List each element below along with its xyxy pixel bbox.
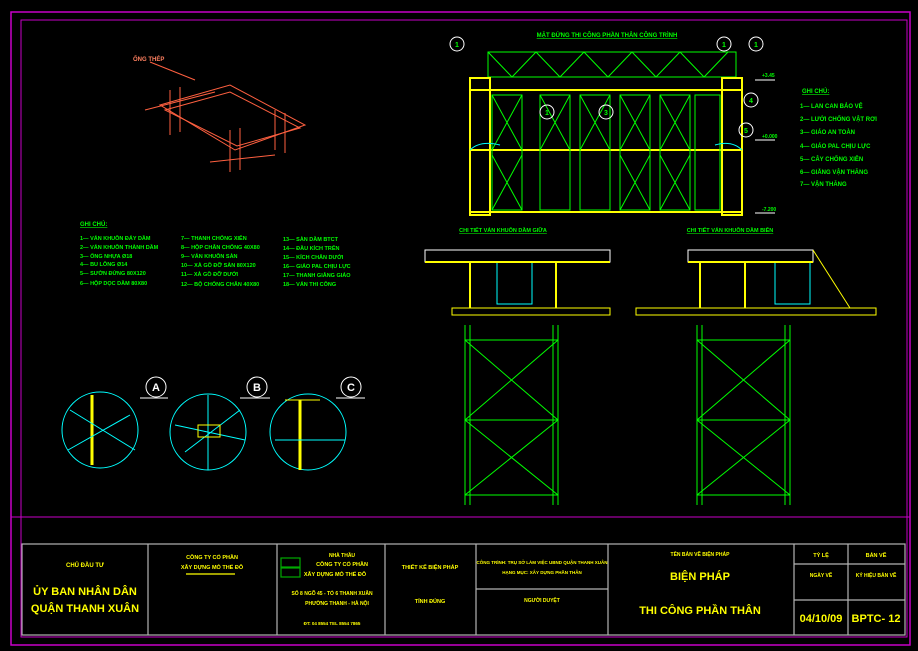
outer-frame bbox=[10, 11, 911, 646]
legend-item: 5— SƯỜN ĐỨNG 80X120 bbox=[80, 269, 146, 277]
legend-item: 17— THANH GIẰNG GIÁO bbox=[283, 271, 351, 279]
legend-item: 9— VÁN KHUÔN SÀN bbox=[181, 252, 238, 260]
contractor-line-2: CÔNG TY CỔ PHẦN bbox=[316, 560, 368, 568]
title-block: CHỦ ĐẦU TƯ ỦY BAN NHÂN DÂN QUẬN THANH XU… bbox=[31, 550, 901, 626]
detail-b-label: B bbox=[253, 382, 261, 394]
owner-name-2: QUẬN THANH XUÂN bbox=[31, 602, 139, 615]
owner-name-1: ỦY BAN NHÂN DÂN bbox=[33, 585, 137, 598]
scale-label: TỶ LỆ bbox=[813, 551, 829, 559]
level-top: +3.45 bbox=[762, 73, 775, 79]
legend-item: 7— THANH CHỐNG XIÊN bbox=[181, 234, 247, 242]
inner-frame bbox=[20, 19, 908, 638]
elevation-title: MẶT ĐỨNG THI CÔNG PHẦN THÂN CÔNG TRÌNH bbox=[537, 31, 678, 39]
title-block-grid bbox=[21, 543, 906, 636]
legend-left: GHI CHÚ: 1— VÁN KHUÔN ĐÁY DẦM 2— VÁN KHU… bbox=[80, 221, 351, 288]
project-line-2: HẠNG MỤC: XÂY DỰNG PHẦN THÂN bbox=[502, 569, 581, 575]
legend-item: 8— HỘP CHÂN CHỐNG 40X80 bbox=[181, 243, 260, 251]
marker: 1 bbox=[754, 42, 758, 49]
approved-label: NGƯỜI DUYỆT bbox=[524, 596, 560, 604]
level-bottom: -7.200 bbox=[762, 207, 776, 213]
legend-item: 2— LƯỚI CHỐNG VẬT RƠI bbox=[800, 115, 877, 123]
project-line-1: CÔNG TRÌNH: TRỤ SỞ LÀM VIỆC UBND QUẬN TH… bbox=[476, 558, 607, 565]
company-line-1: CÔNG TY CỔ PHẦN bbox=[186, 553, 238, 561]
legend-item: 6— HỘP DỌC DẦM 80X80 bbox=[80, 279, 147, 287]
legend-item: 4— BU LÔNG Ø14 bbox=[80, 260, 128, 268]
company-line-2: XÂY DỰNG MỎ THỂ ĐÔ bbox=[181, 563, 244, 571]
legend-item: 2— VÁN KHUÔN THÀNH DẦM bbox=[80, 243, 159, 251]
legend-item: 11— XÀ GỒ ĐỠ DƯỚI bbox=[181, 270, 239, 278]
legend-item: 5— CÂY CHỐNG XIÊN bbox=[800, 155, 863, 163]
owner-label: CHỦ ĐẦU TƯ bbox=[66, 562, 104, 569]
contractor-line-1: NHÀ THẦU bbox=[329, 552, 355, 559]
legend-left-title: GHI CHÚ: bbox=[80, 221, 107, 228]
pipe-label: ỐNG THÉP bbox=[133, 55, 164, 63]
legend-item: 15— KÍCH CHÂN DƯỚI bbox=[283, 253, 344, 261]
number-label: KÝ HIỆU BẢN VẼ bbox=[856, 571, 897, 579]
legend-item: 14— ĐẦU KÍCH TRÊN bbox=[283, 244, 340, 252]
drawing-label: TÊN BẢN VẼ BIỆN PHÁP bbox=[671, 550, 731, 558]
legend-item: 12— BỘ CHỐNG CHÂN 40X80 bbox=[181, 280, 259, 288]
legend-item: 3— GIÁO AN TOÀN bbox=[800, 129, 855, 136]
marker: 1 bbox=[455, 42, 459, 49]
section-right-drawing bbox=[635, 249, 877, 505]
marker: 1 bbox=[722, 42, 726, 49]
address-line-3: ĐT: 04 8554 TEL 8554 7865 bbox=[304, 621, 361, 626]
drawing-date: 04/10/09 bbox=[800, 613, 843, 625]
date-label: NGÀY VẼ bbox=[810, 572, 833, 579]
marker: 1 bbox=[545, 110, 549, 117]
legend-item: 1— VÁN KHUÔN ĐÁY DẦM bbox=[80, 234, 151, 242]
legend-right: GHI CHÚ: 1— LAN CAN BẢO VỆ 2— LƯỚI CHỐNG… bbox=[800, 88, 877, 188]
detail-circles bbox=[61, 376, 365, 471]
legend-item: 6— GIẰNG VẬN THĂNG bbox=[800, 168, 868, 176]
sheet-number: BPTC- 12 bbox=[852, 613, 901, 625]
drawing-title-2: THI CÔNG PHẦN THÂN bbox=[639, 604, 761, 617]
legend-item: 16— GIÁO PAL CHỊU LỰC bbox=[283, 263, 351, 270]
steel-pipe-detail bbox=[144, 61, 307, 172]
marker: 5 bbox=[744, 128, 748, 135]
legend-item: 1— LAN CAN BẢO VỆ bbox=[800, 102, 863, 110]
design-label: THIẾT KẾ BIỆN PHÁP bbox=[402, 563, 459, 571]
design-value: TÍNH ĐÚNG bbox=[415, 597, 446, 605]
legend-item: 4— GIÁO PAL CHỊU LỰC bbox=[800, 143, 871, 150]
legend-item: 7— VẬN THĂNG bbox=[800, 181, 847, 188]
marker: 3 bbox=[604, 110, 608, 117]
legend-item: 10— XÀ GỒ ĐỠ SÀN 80X120 bbox=[181, 262, 256, 269]
section-left-drawing bbox=[424, 249, 611, 505]
legend-item: 3— ỐNG NHỰA Ø18 bbox=[80, 253, 132, 260]
detail-c-label: C bbox=[347, 382, 355, 394]
building-elevation: MẶT ĐỨNG THI CÔNG PHẦN THÂN CÔNG TRÌNH bbox=[449, 31, 775, 216]
contractor-line-3: XÂY DỰNG MỎ THỂ ĐÔ bbox=[304, 570, 367, 578]
legend-item: 18— VÁN THI CÔNG bbox=[283, 280, 336, 288]
drawing-title-1: BIỆN PHÁP bbox=[670, 570, 730, 583]
marker: 4 bbox=[749, 98, 753, 105]
section-right-title: CHI TIẾT VÁN KHUÔN DẦM BIÊN bbox=[687, 226, 774, 234]
sheet-label: BẢN VẼ bbox=[866, 552, 887, 559]
legend-item: 13— SÀN DẦM BTCT bbox=[283, 236, 339, 243]
section-left-title: CHI TIẾT VÁN KHUÔN DẦM GIỮA bbox=[459, 226, 547, 234]
address-line-2: PHƯỜNG THANH - HÀ NỘI bbox=[305, 599, 369, 607]
level-mid: +0.000 bbox=[762, 134, 778, 140]
legend-right-title: GHI CHÚ: bbox=[802, 88, 829, 95]
address-line-1: SỐ 8 NGÕ 45 - TỔ 6 THANH XUÂN bbox=[291, 590, 373, 597]
detail-a-label: A bbox=[152, 382, 160, 394]
